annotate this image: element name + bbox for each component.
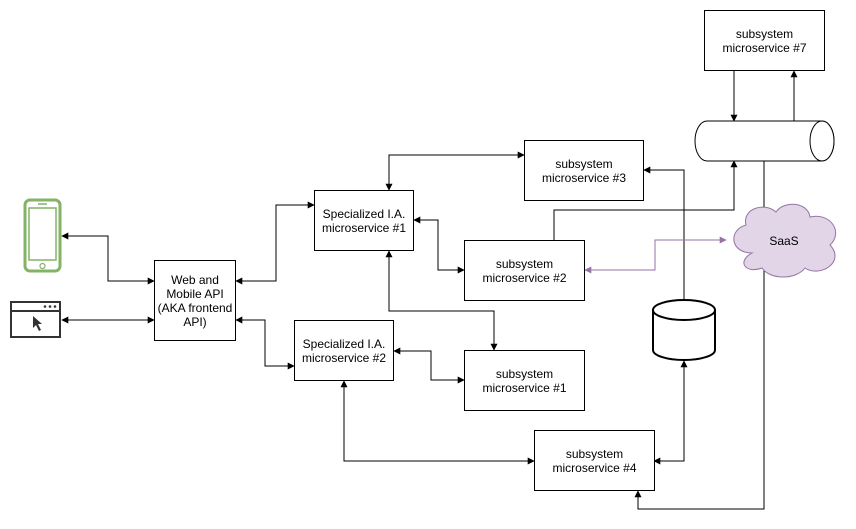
edge-queue-to-sub4 xyxy=(634,161,765,510)
edge-sub2-to-queue xyxy=(553,160,738,240)
edge-phone-to-frontend-api xyxy=(61,232,155,285)
edge-sub4-to-db xyxy=(653,360,688,465)
cloud-icon xyxy=(733,203,836,278)
edge-ia2-to-sub4 xyxy=(340,380,535,465)
web-browser-icon xyxy=(10,301,61,338)
database-icon xyxy=(652,299,716,361)
message-queue-icon xyxy=(694,120,835,162)
saas-label: SaaS xyxy=(769,234,798,248)
edge-frontend-api-to-ia1 xyxy=(235,201,315,285)
subsystem-microservice-1-box: subsystem microservice #1 xyxy=(464,350,585,411)
edge-sub2-to-saas xyxy=(584,236,727,274)
subsystem-microservice-2-box: subsystem microservice #2 xyxy=(464,240,585,301)
cursor-icon xyxy=(33,316,42,331)
saas-cloud: SaaS xyxy=(733,203,836,278)
edge-ia1-to-sub3 xyxy=(385,151,525,191)
subsystem-microservice-4-box: subsystem microservice #4 xyxy=(534,430,655,491)
frontend-api-box: Web and Mobile API (AKA frontend API) xyxy=(154,260,236,341)
edge-db-to-sub3 xyxy=(643,166,685,300)
edge-frontend-api-to-ia2 xyxy=(235,316,295,370)
subsystem-microservice-7-box: subsystem microservice #7 xyxy=(704,10,825,71)
edge-ia2-to-sub1 xyxy=(393,347,465,384)
mobile-phone-icon xyxy=(23,198,62,273)
subsystem-microservice-3-box: subsystem microservice #3 xyxy=(524,140,644,201)
edge-ia1-to-sub2 xyxy=(413,216,465,274)
ia-microservice-1-box: Specialized I.A. microservice #1 xyxy=(314,190,414,251)
ia-microservice-2-box: Specialized I.A. microservice #2 xyxy=(294,320,394,381)
edge-ia1-to-sub1 xyxy=(385,250,498,351)
